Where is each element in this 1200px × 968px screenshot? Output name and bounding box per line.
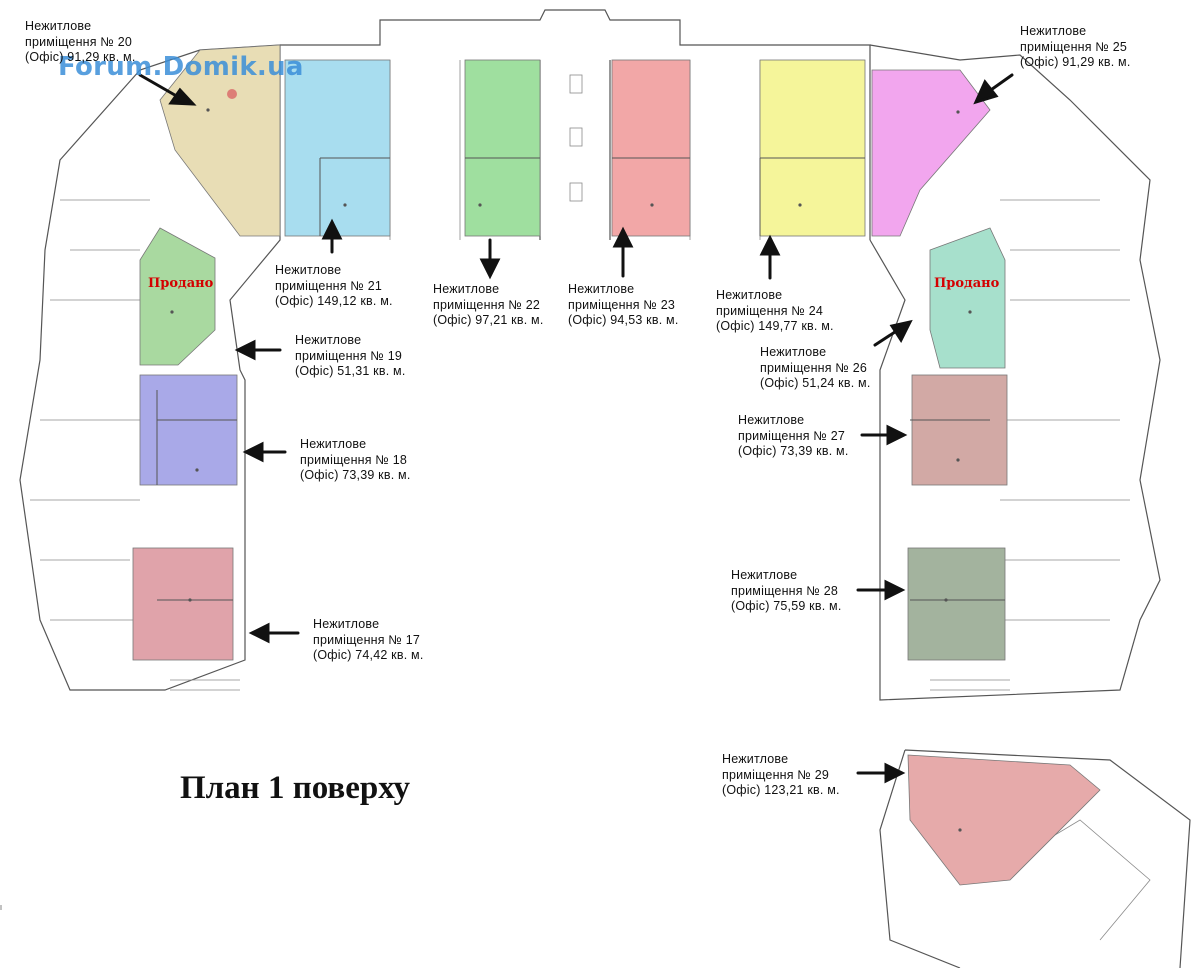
watermark: Forum.Domik.ua bbox=[58, 52, 304, 82]
unit-19-area bbox=[139, 227, 216, 366]
unit-29-area bbox=[907, 754, 1101, 886]
unit-17-area bbox=[132, 547, 234, 661]
unit-18-area bbox=[139, 374, 238, 486]
unit-25-area bbox=[871, 69, 991, 237]
unit-28-area bbox=[907, 547, 1006, 661]
page-title: План 1 поверху bbox=[180, 770, 410, 806]
unit-27-area bbox=[911, 374, 1008, 486]
unit-26-area bbox=[929, 227, 1006, 369]
unit-22-area bbox=[464, 59, 541, 237]
unit-21-area bbox=[284, 59, 391, 237]
unit-24-area bbox=[759, 59, 866, 237]
sold-label-unit-19: Продано bbox=[148, 276, 214, 291]
unit-20-area bbox=[159, 44, 281, 237]
sold-label-unit-26: Продано bbox=[934, 276, 1000, 291]
unit-23-area bbox=[611, 59, 691, 237]
